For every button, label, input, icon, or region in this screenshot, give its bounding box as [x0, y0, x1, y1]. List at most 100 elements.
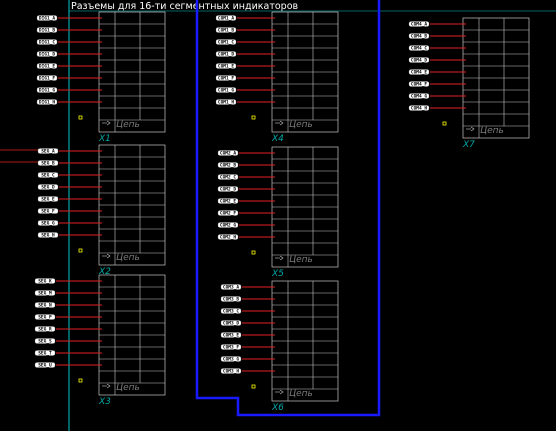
net-tag [217, 234, 239, 240]
net-tag [408, 45, 430, 51]
net-label: COM2_E [220, 199, 237, 205]
net-label: COM3_A [223, 285, 240, 291]
net-label: COM1_D [218, 52, 235, 58]
net-tag [34, 302, 56, 308]
net-label: COM2_A [220, 151, 237, 157]
net-tag [36, 75, 58, 81]
net-label: COM4_A [411, 22, 428, 28]
net-tag [217, 222, 239, 228]
net-tag [217, 198, 239, 204]
connector-designator: X1 [98, 134, 111, 144]
connector-group: DIG1_ADIG1_BDIG1_CDIG1_DDIG1_EDIG1_FDIG1… [34, 11, 530, 413]
net-label: COM2_C [220, 175, 237, 181]
net-label: COM4_H [411, 106, 428, 112]
net-label: COM2_G [220, 223, 237, 229]
net-tag [34, 278, 56, 284]
cell-arrow-icon [106, 120, 111, 126]
net-label: COM4_F [411, 82, 428, 88]
net-label: COM1_G [218, 88, 235, 94]
net-label: SEG_P [38, 315, 52, 321]
net-label: COM1_C [218, 40, 235, 46]
connector-x7: COM4_A COM4_B COM4_C COM4_D COM4_E COM4_F COM4… [408, 17, 530, 150]
net-tag [215, 15, 237, 21]
net-label: COM1_B [218, 28, 235, 34]
net-label: SEG_C [41, 173, 55, 179]
connector-x3: SEG_KSEG_MSEG_NSEG_PSEG_RSEG_SSEG_TSEG_U… [34, 274, 166, 407]
connector-designator: X6 [271, 403, 284, 413]
connector-designator: X7 [462, 140, 475, 150]
net-label: COM4_G [411, 94, 428, 100]
net-tag [36, 99, 58, 105]
net-tag [37, 196, 59, 202]
net-label: COM1_A [218, 16, 235, 22]
pin-marker [251, 250, 256, 255]
net-tag [215, 39, 237, 45]
net-tag [220, 320, 242, 326]
net-tag [36, 27, 58, 33]
net-tag [220, 308, 242, 314]
net-label: SEG_H [41, 233, 55, 239]
net-tag [37, 160, 59, 166]
net-label: COM3_G [223, 357, 240, 363]
net-label: COM3_B [223, 297, 240, 303]
net-label: SEG_U [38, 363, 52, 369]
connector-designator: X4 [271, 134, 284, 144]
net-tag [220, 344, 242, 350]
net-label: SEG_S [38, 339, 52, 345]
net-label: COM3_E [223, 333, 240, 339]
net-tag [408, 81, 430, 87]
net-label: DIG1_F [39, 76, 56, 82]
net-label: DIG1_E [39, 64, 56, 70]
connector-x2: SEG_ASEG_BSEG_CSEG_DSEG_ESEG_FSEG_GSEG_H… [37, 144, 166, 277]
connector-x5: COM2_ACOM2_BCOM2_CCOM2_DCOM2_ECOM2_FCOM2… [217, 146, 339, 279]
net-tag [408, 21, 430, 27]
net-label: SEG_M [38, 291, 52, 297]
net-tag [217, 162, 239, 168]
net-tag [408, 33, 430, 39]
net-label: COM4_E [411, 70, 428, 76]
pin-marker [78, 378, 83, 383]
cell-arrow-icon [279, 389, 284, 395]
net-tag [36, 87, 58, 93]
pin-marker [78, 248, 83, 253]
net-tag [215, 87, 237, 93]
net-label: COM2_B [220, 163, 237, 169]
cell-label: Цепь [116, 383, 140, 393]
net-tag [34, 362, 56, 368]
net-label: COM1_E [218, 64, 235, 70]
net-tag [217, 210, 239, 216]
net-tag [220, 296, 242, 302]
net-label: COM3_H [223, 369, 240, 375]
cell-label: Цепь [116, 253, 140, 263]
net-tag [217, 186, 239, 192]
cell-arrow-icon [470, 126, 475, 132]
net-tag [34, 326, 56, 332]
net-tag [37, 172, 59, 178]
net-label: COM2_D [220, 187, 237, 193]
net-label: DIG1_D [39, 52, 56, 58]
connector-designator: X2 [98, 267, 111, 277]
cell-label: Цепь [289, 120, 313, 130]
pin-marker [251, 115, 256, 120]
connector-x1: DIG1_ADIG1_BDIG1_CDIG1_DDIG1_EDIG1_FDIG1… [36, 11, 166, 144]
bus-outline [195, 0, 381, 417]
net-tag [215, 99, 237, 105]
connector-designator: X3 [98, 397, 111, 407]
pin-marker [251, 384, 256, 389]
net-label: COM3_D [223, 321, 240, 327]
net-label: SEG_D [41, 185, 55, 191]
net-tag [37, 232, 59, 238]
net-label: COM4_D [411, 58, 428, 64]
net-tag [220, 332, 242, 338]
net-label: COM3_F [223, 345, 240, 351]
net-tag [408, 69, 430, 75]
net-label: COM4_B [411, 34, 428, 40]
net-label: DIG1_C [39, 40, 56, 46]
net-label: SEG_F [41, 209, 55, 215]
net-label: COM4_C [411, 46, 428, 52]
net-label: SEG_G [41, 221, 55, 227]
net-tag [34, 314, 56, 320]
net-tag [215, 27, 237, 33]
